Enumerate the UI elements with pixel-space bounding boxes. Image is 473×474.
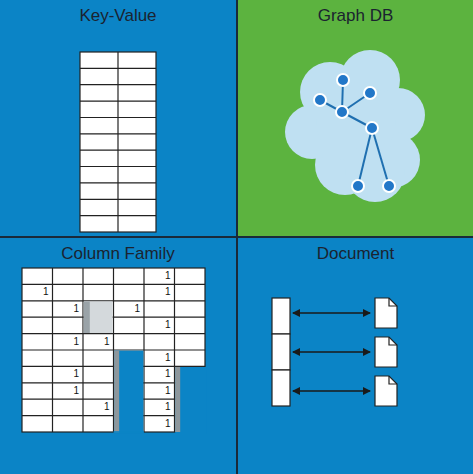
store-panel: Column Family [0, 238, 236, 474]
panel-title: Graph DB [238, 0, 473, 26]
column-grid [22, 268, 205, 432]
cell-value: 1 [144, 268, 175, 284]
panel-title: Column Family [0, 238, 236, 264]
panel-title: Key-Value [0, 0, 236, 26]
panel-ground [238, 0, 473, 236]
panel-title: Document [238, 238, 473, 264]
graph-vertices [314, 74, 395, 192]
cell-value: 1 [144, 317, 175, 333]
empty-cells [84, 301, 206, 434]
cell-value: 1 [53, 301, 84, 317]
cell-value: 1 [53, 366, 84, 382]
document-arrows [293, 313, 370, 391]
cell-value: 1 [144, 284, 175, 300]
cell-value: 1 [144, 399, 175, 415]
panel-ground [0, 0, 236, 236]
panel-ground [238, 238, 473, 474]
cell-value: 1 [144, 383, 175, 399]
graph-cloud [285, 50, 425, 202]
document-icons [375, 298, 397, 406]
store-panel: Document [238, 238, 473, 474]
cell-value: 1 [144, 350, 175, 366]
document-index [272, 298, 290, 406]
cell-value: 1 [83, 399, 114, 415]
store-panel: Graph DB [238, 0, 473, 236]
panel-ground [0, 238, 236, 474]
cell-value: 1 [22, 284, 53, 300]
key-value-table [80, 52, 156, 232]
cell-value: 1 [83, 334, 114, 350]
graph-edges [320, 80, 389, 186]
cell-value: 1 [53, 334, 84, 350]
cell-value: 1 [53, 383, 84, 399]
cell-value: 1 [114, 301, 145, 317]
store-panel: Key-Value [0, 0, 236, 236]
cell-value: 1 [144, 366, 175, 382]
cell-value: 1 [144, 416, 175, 432]
